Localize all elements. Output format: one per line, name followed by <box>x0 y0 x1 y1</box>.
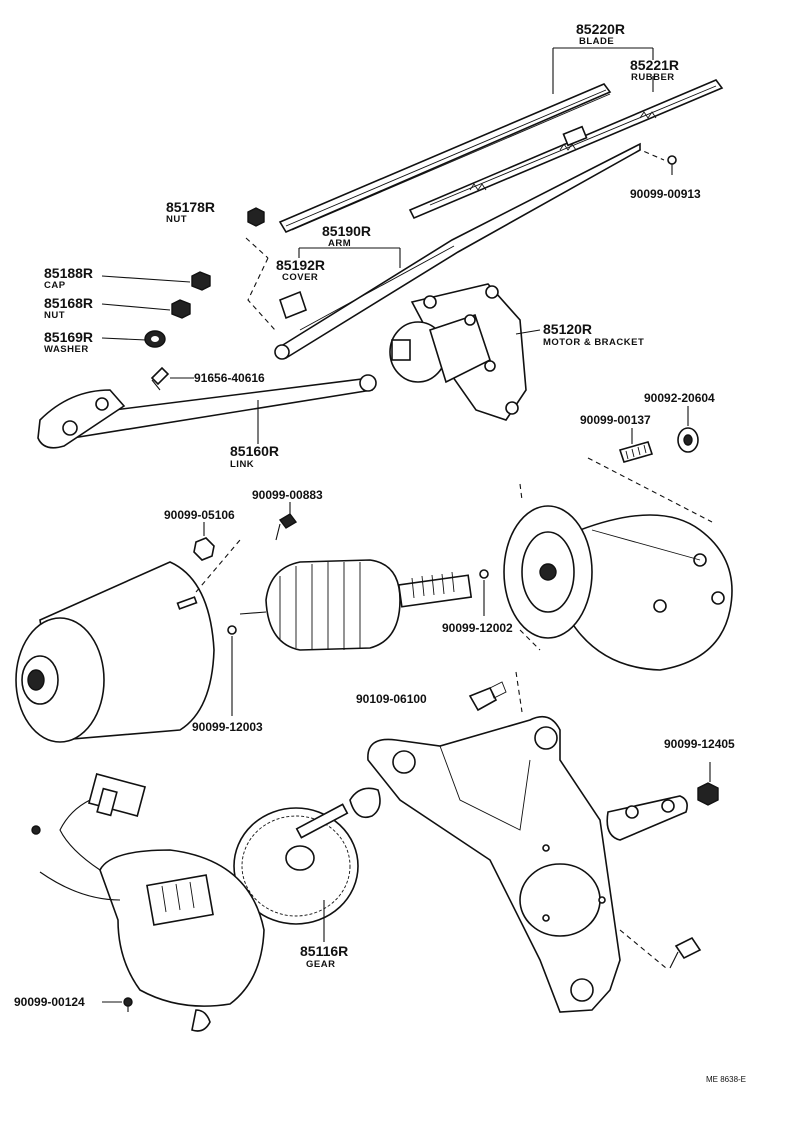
label-bolt-40616: 91656-40616 <box>194 371 265 385</box>
ball-12002 <box>479 569 489 579</box>
screw-00124 <box>123 997 133 1012</box>
label-nut-12405: 90099-12405 <box>664 737 735 751</box>
washer-20604 <box>677 427 699 453</box>
label-arm-num: 85190R <box>322 223 371 239</box>
nut-05106 <box>193 537 215 561</box>
label-blade-name: BLADE <box>579 36 614 47</box>
screw-00883 <box>275 513 298 541</box>
label-ball-12002: 90099-12002 <box>442 621 513 635</box>
label-ball-12003: 90099-12003 <box>192 720 263 734</box>
label-rubber-num: 85221R <box>630 57 679 73</box>
label-nut-178-num: 85178R <box>166 199 215 215</box>
label-blade-num: 85220R <box>576 21 625 37</box>
label-link-name: LINK <box>230 459 254 470</box>
nut-85168r <box>171 299 191 319</box>
motor-and-bracket <box>389 283 527 421</box>
screw-00137 <box>618 441 654 463</box>
wiper-arm <box>274 142 641 360</box>
nut-85178r <box>247 207 265 227</box>
label-link-num: 85160R <box>230 443 279 459</box>
ball-12003 <box>227 625 237 635</box>
wire-harness <box>39 773 147 901</box>
armature <box>239 559 473 651</box>
label-washer-20604: 90092-20604 <box>644 391 715 405</box>
label-washer-num: 85169R <box>44 329 93 345</box>
label-cap-num: 85188R <box>44 265 93 281</box>
label-screw-00883: 90099-00883 <box>252 488 323 502</box>
label-screw-00913: 90099-00913 <box>630 187 701 201</box>
label-nut-168-num: 85168R <box>44 295 93 311</box>
label-cover-name: COVER <box>282 272 318 283</box>
cap-85188r <box>191 271 211 291</box>
label-nut-05106: 90099-05106 <box>164 508 235 522</box>
stud-06100 <box>468 681 507 712</box>
nut-12405 <box>697 782 719 806</box>
label-gear-name: GEAR <box>306 959 335 970</box>
washer-85169r <box>144 330 166 348</box>
gear-housing <box>503 505 733 671</box>
label-rubber-name: RUBBER <box>631 72 675 83</box>
label-arm-name: ARM <box>328 238 351 249</box>
label-motor-name: MOTOR & BRACKET <box>543 337 644 348</box>
screw-small-left <box>31 825 41 835</box>
wiper-link <box>37 374 377 449</box>
bolt-bottom-right <box>669 936 702 969</box>
motor-yoke <box>15 561 215 743</box>
wiper-blade <box>278 83 612 234</box>
mounting-bracket <box>367 715 621 1013</box>
label-nut-178-name: NUT <box>166 214 187 225</box>
wiper-rubber <box>408 79 724 220</box>
arm-cover <box>279 290 307 320</box>
gear-cover <box>99 849 265 1032</box>
label-washer-name: WASHER <box>44 344 89 355</box>
label-cover-num: 85192R <box>276 257 325 273</box>
label-screw-00137: 90099-00137 <box>580 413 651 427</box>
drive-gear <box>233 803 359 925</box>
diagram-code: ME 8638-E <box>706 1075 746 1084</box>
label-nut-168-name: NUT <box>44 310 65 321</box>
retaining-clip <box>349 787 381 819</box>
label-cap-name: CAP <box>44 280 66 291</box>
label-motor-num: 85120R <box>543 321 592 337</box>
bolt-40616 <box>150 366 170 391</box>
screw-00913 <box>667 155 677 175</box>
bracket-arm <box>606 795 688 841</box>
label-screw-00124: 90099-00124 <box>14 995 85 1009</box>
label-gear-num: 85116R <box>300 943 348 959</box>
label-stud-06100: 90109-06100 <box>356 692 427 706</box>
